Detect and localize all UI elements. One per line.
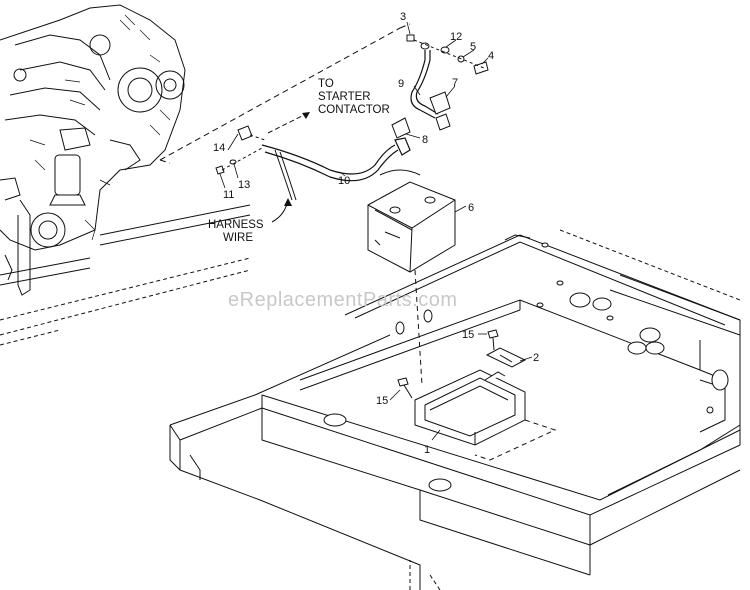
watermark-text: eReplacementParts.com bbox=[228, 289, 457, 311]
harness-arrowhead bbox=[284, 198, 292, 206]
hold-down-bracket bbox=[485, 347, 527, 368]
battery-cable-9 bbox=[410, 50, 439, 119]
to-starter-line-1: TO bbox=[318, 78, 334, 90]
part-number-7: 7 bbox=[452, 77, 458, 89]
battery bbox=[367, 169, 456, 273]
part-number-6: 6 bbox=[468, 202, 474, 214]
part-number-10: 10 bbox=[338, 175, 350, 187]
engine-detail-lines bbox=[29, 14, 171, 241]
part-number-8: 8 bbox=[422, 134, 428, 146]
harness-line-1: HARNESS bbox=[208, 219, 264, 231]
hardware-alignment-dashes bbox=[221, 39, 485, 171]
battery-drop-line bbox=[414, 269, 423, 386]
battery-tray bbox=[414, 369, 526, 446]
bolts-15 bbox=[397, 329, 499, 399]
mounting-outline-dashed bbox=[159, 23, 411, 164]
terminal-boot-8 bbox=[391, 117, 411, 139]
terminal-clamp bbox=[435, 113, 451, 131]
part-number-9: 9 bbox=[398, 78, 404, 90]
part-number-13: 13 bbox=[238, 179, 250, 191]
part-number-11: 11 bbox=[223, 189, 234, 201]
part-number-15-upper: 15 bbox=[462, 329, 474, 341]
harness-line-2: WIRE bbox=[223, 232, 253, 244]
part-number-14: 14 bbox=[213, 142, 225, 154]
part-number-12: 12 bbox=[450, 31, 462, 43]
part-number-5: 5 bbox=[470, 41, 476, 53]
to-starter-arrowhead bbox=[302, 112, 310, 119]
leader-lines bbox=[219, 21, 533, 441]
part-number-2: 2 bbox=[533, 352, 539, 364]
frame-rail-left-dashed bbox=[0, 257, 251, 346]
frame-hidden-lines bbox=[409, 229, 741, 590]
part-number-15-lower: 15 bbox=[376, 395, 388, 407]
part-number-4: 4 bbox=[488, 50, 494, 62]
frame-rail-left bbox=[0, 204, 251, 286]
to-starter-line-3: CONTACTOR bbox=[318, 104, 390, 116]
frame-holes bbox=[323, 242, 729, 492]
to-starter-line-2: STARTER bbox=[318, 91, 371, 103]
tray-hidden-lines bbox=[474, 419, 557, 461]
part-number-3: 3 bbox=[400, 11, 406, 23]
battery-cable-10 bbox=[261, 137, 411, 182]
terminal-boot-7 bbox=[429, 91, 451, 115]
hardware bbox=[215, 34, 489, 175]
engine-assembly bbox=[0, 4, 186, 296]
harness-wire bbox=[274, 149, 297, 201]
part-number-1: 1 bbox=[424, 444, 430, 456]
